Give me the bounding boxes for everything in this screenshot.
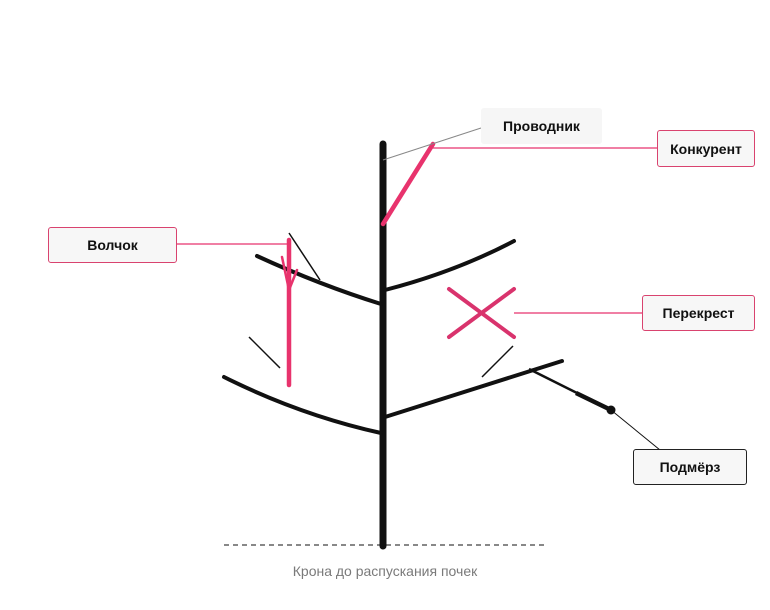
water-sprout-twig: [287, 268, 299, 292]
frost-damage-label: Подмёрз: [633, 449, 747, 485]
leader-label: Проводник: [481, 108, 602, 144]
branch-lower-left: [222, 375, 383, 435]
water-sprout-label: Волчок: [48, 227, 177, 263]
branch-upper-right: [383, 239, 516, 292]
competitor-label: Конкурент: [657, 130, 755, 167]
competitor-shoot: [380, 141, 436, 227]
frost-guide-line: [610, 409, 661, 451]
cut-mark: [248, 336, 281, 369]
branch-lower-right: [383, 359, 564, 419]
diagram-caption: Крона до распускания почек: [292, 563, 478, 579]
crossing-label: Перекрест: [642, 295, 755, 331]
crossing-mark: [447, 287, 516, 339]
water-sprout-twig: [280, 255, 291, 292]
branch-upper-left: [255, 254, 383, 306]
frost-damaged-twig-tip: [575, 390, 612, 413]
leader-guide-line: [382, 127, 482, 161]
cut-mark: [481, 345, 514, 378]
cut-mark: [288, 232, 321, 281]
